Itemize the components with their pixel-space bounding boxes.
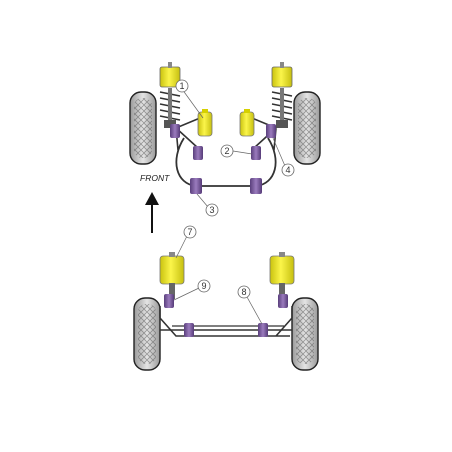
callout-9-label: 9 [201,281,206,291]
callout-4: 4 [272,137,295,177]
callout-1-label: 1 [179,81,184,91]
rear-left-tyre [133,297,161,371]
rear-right-tyre [291,297,319,371]
rear-beam [159,306,293,337]
front-anti-roll-bar [175,137,277,187]
rear-left-roll-bar-bush [184,323,194,337]
front-left-tyre [129,91,157,165]
front-left-wishbone-bush [197,109,213,137]
front-right-inner-bush [251,146,261,160]
rear-right-link-bush [278,294,288,308]
front-left-strut [159,62,181,128]
callout-1: 1 [175,79,204,119]
front-arrow-icon [145,192,159,233]
front-left-roll-bar-bush [190,178,202,194]
callout-4-label: 4 [285,165,290,175]
front-axle [129,62,321,194]
callout-2-label: 2 [224,146,229,156]
rear-right-roll-bar-bush [258,323,268,337]
front-label: FRONT [140,173,170,183]
callout-2: 2 [220,144,253,158]
rear-left-top-mount [159,252,185,299]
rear-axle [133,252,319,371]
front-left-inner-bush [193,146,203,160]
callout-7: 7 [175,225,197,259]
front-right-wishbone-bush [239,109,255,137]
callout-3: 3 [196,193,219,217]
front-left-arm-bush [170,124,180,138]
front-right-tyre [293,91,321,165]
rear-right-top-mount [269,252,295,299]
front-right-roll-bar-bush [250,178,262,194]
callout-9: 9 [173,279,211,301]
rear-left-link-bush [164,294,174,308]
callout-7-label: 7 [187,227,192,237]
callout-3-label: 3 [209,205,214,215]
front-right-strut [271,62,293,128]
front-right-arm-bush [266,124,276,138]
callout-8: 8 [237,285,263,325]
callout-8-label: 8 [241,287,246,297]
